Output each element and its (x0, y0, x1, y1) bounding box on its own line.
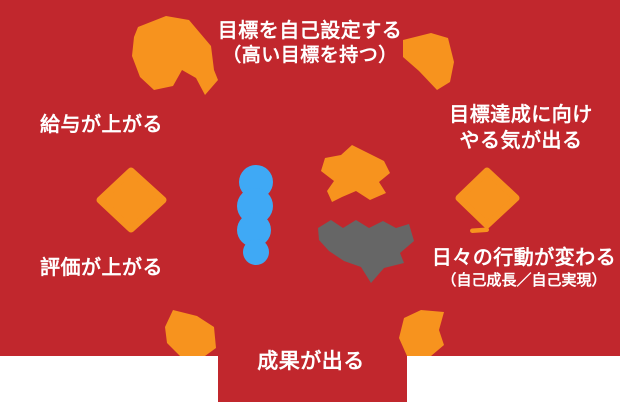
label-goal-setting-line2: （高い目標を持つ） (222, 45, 398, 66)
cycle-arrow-right-tick-icon (470, 227, 490, 233)
cycle-arrow-bottom-right-icon (399, 310, 444, 356)
gray-figure-shape (318, 220, 414, 283)
label-behavior: 日々の行動が変わる （自己成長／自己実現） (432, 245, 617, 291)
cycle-arrow-right-diamond-icon (455, 167, 520, 229)
cycle-arrow-top-right-icon (403, 33, 454, 90)
label-behavior-line1: 日々の行動が変わる (431, 247, 617, 269)
blue-arm-shape (237, 165, 273, 265)
cycle-arrow-top-left-icon (132, 16, 218, 95)
label-results: 成果が出る (257, 350, 365, 373)
orange-spark-shape (321, 145, 390, 202)
motivated-person-illustration (237, 145, 414, 283)
label-motivation-line1: 目標達成に向け (449, 104, 593, 126)
label-motivation-line2: やる気が出る (459, 130, 583, 152)
label-salary: 給与が上がる (40, 114, 163, 136)
label-motivation: 目標達成に向け やる気が出る (449, 102, 593, 154)
label-goal-setting: 目標を自己設定する （高い目標を持つ） (218, 18, 403, 69)
label-behavior-line2: （自己成長／自己実現） (441, 272, 607, 289)
cycle-arrow-bottom-left-icon (165, 310, 216, 356)
label-evaluation: 評価が上がる (40, 257, 163, 279)
label-goal-setting-line1: 目標を自己設定する (217, 20, 403, 42)
cycle-arrow-left-diamond-icon (96, 167, 167, 233)
